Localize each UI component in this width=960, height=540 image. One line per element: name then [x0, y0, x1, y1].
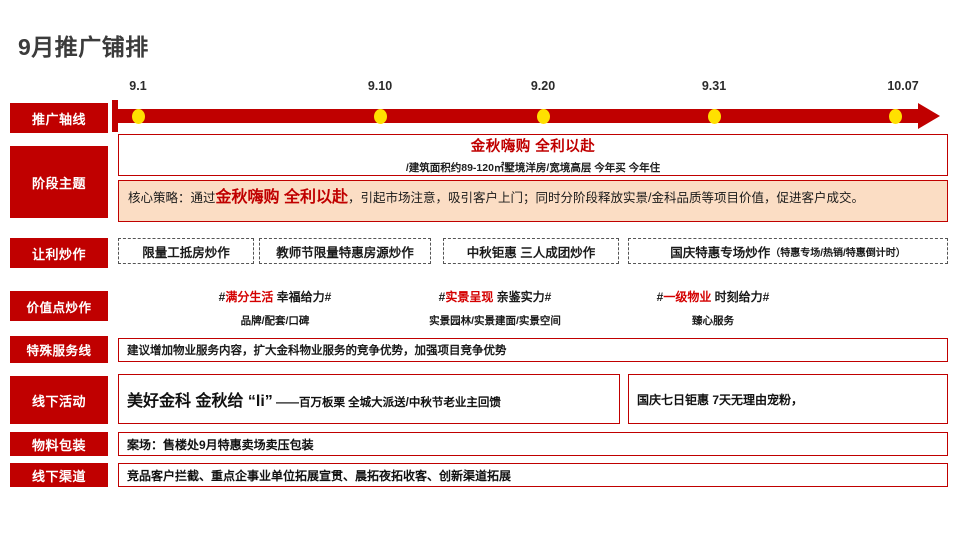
timeline-date-label: 9.1	[129, 79, 147, 93]
timeline-date-label: 9.20	[530, 79, 556, 93]
core-strategy-prefix: 核心策略：通过	[128, 191, 216, 205]
offline-activity-main-tail: ——百万板栗 全城大派送/中秋节老业主回馈	[272, 397, 501, 409]
row-label-service: 特殊服务线	[10, 336, 108, 363]
value-point-3-sub: 臻心服务	[692, 315, 734, 327]
value-point-group-2: #实景呈现 亲鉴实力# 实景园林/实景建面/实景空间	[429, 288, 561, 328]
page-title: 9月推广铺排	[18, 34, 149, 60]
offline-channel-box: 竞品客户拦截、重点企事业单位拓展宣贯、晨拓夜拓收客、创新渠道拓展	[118, 463, 948, 487]
special-service-text: 建议增加物业服务内容，扩大金科物业服务的竞争优势，加强项目竞争优势	[127, 345, 507, 357]
timeline-milestone-dot	[132, 109, 145, 124]
timeline-arrow	[112, 100, 948, 132]
timeline-bar	[118, 109, 924, 123]
timeline-milestone-dot	[889, 109, 902, 124]
row-label-material: 物料包装	[10, 432, 108, 456]
timeline-milestone-dot	[374, 109, 387, 124]
discount-box-4[interactable]: 国庆特惠专场炒作 （特惠专场/热销/特惠倒计时）	[628, 238, 948, 264]
offline-channel-text: 竞品客户拦截、重点企事业单位拓展宣贯、晨拓夜拓收客、创新渠道拓展	[127, 468, 512, 483]
discount-box-3-label: 中秋钜惠 三人成团炒作	[466, 245, 596, 260]
offline-activity-secondary-text: 国庆七日钜惠 7天无理由宠粉，	[637, 392, 804, 407]
value-point-group-3: #一级物业 时刻给力# 臻心服务	[657, 288, 770, 328]
discount-box-4-label: 国庆特惠专场炒作	[670, 245, 771, 260]
material-packaging-box: 案场：售楼处9月特惠卖场卖压包装	[118, 432, 948, 456]
timeline-start-cap	[112, 100, 118, 132]
discount-box-3[interactable]: 中秋钜惠 三人成团炒作	[443, 238, 619, 264]
row-label-discount: 让利炒作	[10, 238, 108, 268]
row-label-value: 价值点炒作	[10, 291, 108, 321]
value-point-3-headline: #一级物业 时刻给力#	[657, 288, 770, 305]
discount-box-1-label: 限量工抵房炒作	[142, 245, 230, 260]
value-point-1-headline: #满分生活 幸福给力#	[219, 288, 332, 305]
discount-box-2[interactable]: 教师节限量特惠房源炒作	[259, 238, 431, 264]
value-point-1-sub: 品牌/配套/口碑	[240, 315, 310, 327]
discount-box-4-note: （特惠专场/热销/特惠倒计时）	[770, 247, 906, 259]
value-point-2-prefix: #	[438, 290, 446, 304]
value-point-3-prefix: #	[656, 290, 664, 304]
timeline-arrowhead-icon	[918, 103, 940, 129]
value-point-1-highlight: 满分生活	[225, 290, 274, 304]
offline-activity-main-bold: 美好金科 金秋给 “li”	[127, 393, 273, 410]
offline-activity-box-main: 美好金科 金秋给 “li” ——百万板栗 全城大派送/中秋节老业主回馈	[118, 374, 620, 424]
value-point-2-highlight: 实景呈现	[445, 290, 494, 304]
discount-box-1[interactable]: 限量工抵房炒作	[118, 238, 254, 264]
value-point-1-prefix: #	[218, 290, 226, 304]
timeline-date-label: 10.07	[887, 79, 919, 93]
phase-theme-box: 金秋嗨购 全利以赴 /建筑面积约89-120㎡墅境洋房/宽境高层 今年买 今年住	[118, 134, 948, 176]
core-strategy-highlight: 金秋嗨购 全利以赴	[215, 189, 348, 206]
core-strategy-box: 核心策略：通过金秋嗨购 全利以赴，引起市场注意，吸引客户上门；同时分阶段释放实景…	[118, 180, 948, 222]
timeline-milestone-dot	[708, 109, 721, 124]
row-label-theme: 阶段主题	[10, 146, 108, 218]
phase-theme-subline: /建筑面积约89-120㎡墅境洋房/宽境高层 今年买 今年住	[405, 162, 661, 174]
core-strategy-suffix: ，引起市场注意，吸引客户上门；同时分阶段释放实景/金科品质等项目价值，促进客户成…	[347, 191, 864, 205]
value-point-2-sub: 实景园林/实景建面/实景空间	[429, 315, 561, 327]
value-point-2-rest: 亲鉴实力#	[493, 290, 552, 304]
row-label-axis: 推广轴线	[10, 103, 108, 133]
discount-box-2-label: 教师节限量特惠房源炒作	[276, 245, 414, 260]
material-packaging-text: 案场：售楼处9月特惠卖场卖压包装	[127, 437, 314, 452]
offline-activity-box-secondary: 国庆七日钜惠 7天无理由宠粉，	[628, 374, 948, 424]
value-point-3-rest: 时刻给力#	[711, 290, 770, 304]
special-service-box: 建议增加物业服务内容，扩大金科物业服务的竞争优势，加强项目竞争优势	[118, 338, 948, 362]
offline-activity-main-text: 美好金科 金秋给 “li” ——百万板栗 全城大派送/中秋节老业主回馈	[127, 387, 501, 411]
value-point-3-highlight: 一级物业	[663, 290, 712, 304]
row-label-activity: 线下活动	[10, 376, 108, 424]
phase-theme-headline: 金秋嗨购 全利以赴	[470, 139, 596, 155]
value-point-group-1: #满分生活 幸福给力# 品牌/配套/口碑	[219, 288, 332, 328]
timeline-date-label: 9.31	[701, 79, 727, 93]
timeline-date-label: 9.10	[367, 79, 393, 93]
value-point-1-rest: 幸福给力#	[273, 290, 332, 304]
timeline-milestone-dot	[537, 109, 550, 124]
value-point-2-headline: #实景呈现 亲鉴实力#	[429, 288, 561, 305]
row-label-channel: 线下渠道	[10, 463, 108, 487]
